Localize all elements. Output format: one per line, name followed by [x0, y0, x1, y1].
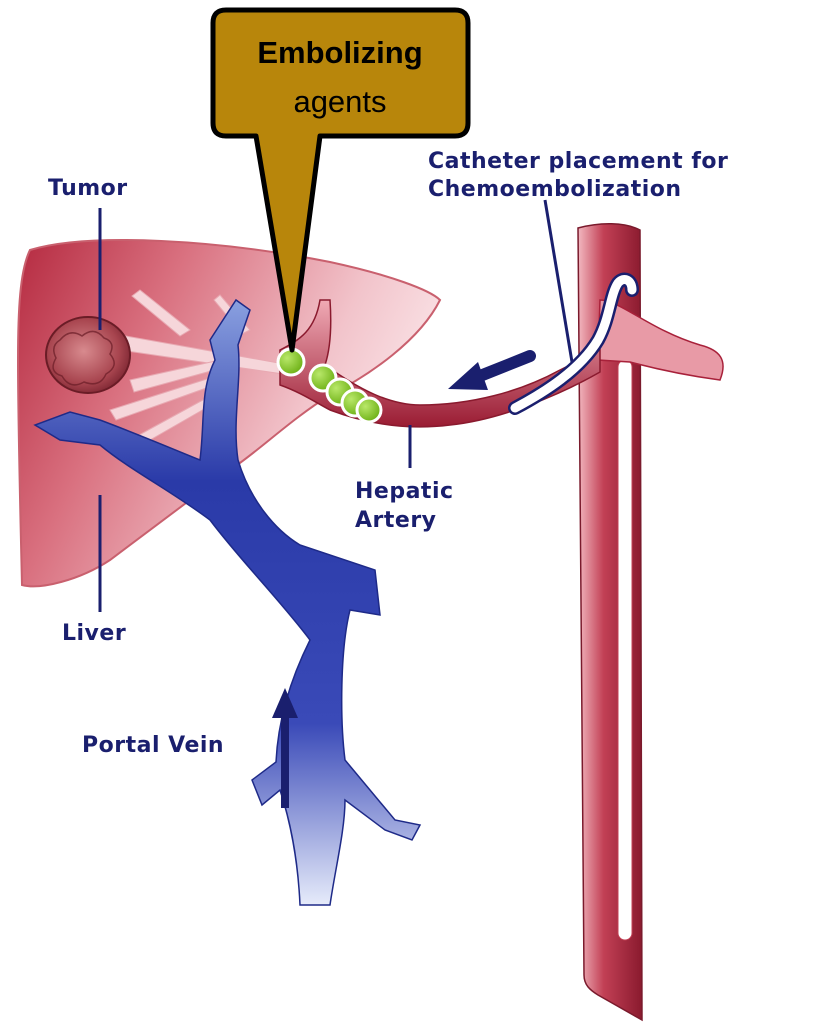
portal-vein-label: Portal Vein [82, 733, 224, 758]
tumor-mass [46, 317, 130, 393]
callout-title: Embolizing [257, 35, 422, 70]
liver-label: Liver [62, 621, 126, 646]
hepatic-label-line2: Artery [355, 508, 437, 533]
arterial-flow-arrow [448, 356, 530, 390]
hepatic-label-line1: Hepatic [355, 479, 454, 504]
aorta-highlight [618, 360, 632, 940]
tumor-label: Tumor [48, 176, 128, 201]
catheter-leader [545, 200, 572, 362]
callout-subtitle: agents [293, 84, 386, 119]
catheter-label-line1: Catheter placement for [428, 149, 728, 174]
catheter-label-line2: Chemoembolization [428, 177, 682, 202]
